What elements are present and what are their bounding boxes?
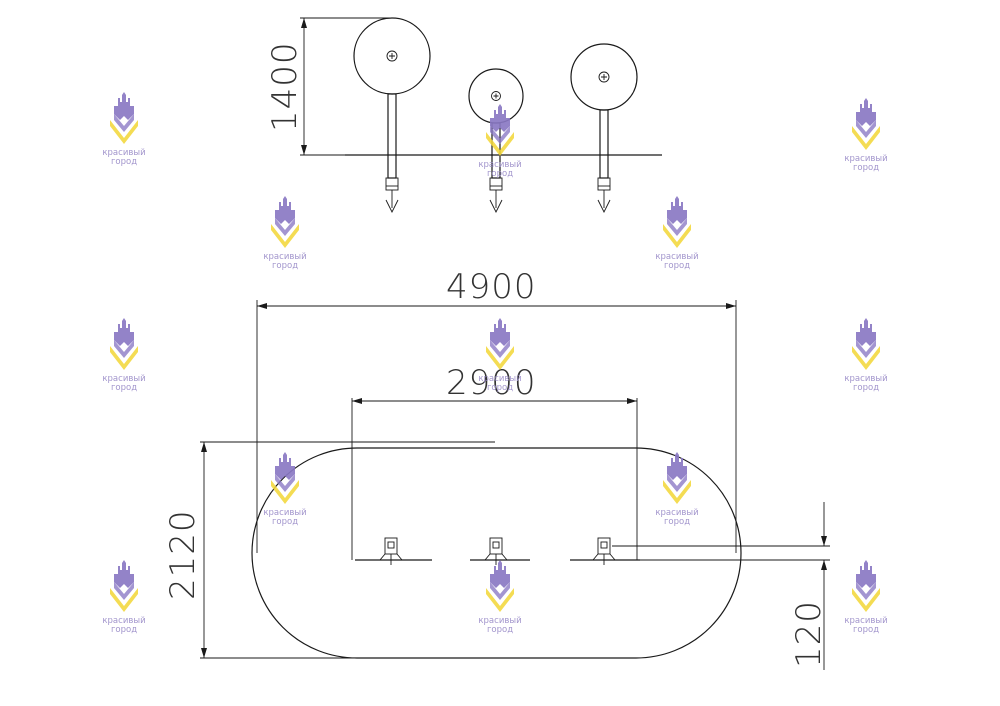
svg-text:красивый: красивый	[102, 148, 145, 158]
svg-text:город: город	[487, 383, 513, 393]
svg-text:красивый: красивый	[478, 374, 521, 384]
arrow-icon	[301, 18, 307, 28]
arrow-icon	[257, 303, 267, 309]
svg-text:красивый: красивый	[478, 160, 521, 170]
svg-text:город: город	[664, 261, 690, 271]
svg-text:красивый: красивый	[844, 616, 887, 626]
plan-post-3	[570, 537, 640, 565]
svg-text:город: город	[853, 625, 879, 635]
svg-text:город: город	[111, 625, 137, 635]
arrow-icon	[352, 398, 362, 404]
svg-text:город: город	[111, 383, 137, 393]
watermark-logo: красивый город	[844, 560, 888, 635]
svg-text:красивый: красивый	[844, 154, 887, 164]
watermark-logo: красивый город	[655, 196, 699, 271]
watermark-logo: красивый город	[844, 318, 888, 393]
svg-text:красивый: красивый	[102, 616, 145, 626]
plan-view: 4900 2900 2120 120	[163, 267, 830, 670]
watermark-logo: красивый город	[478, 104, 522, 179]
safety-zone-outline	[251, 447, 742, 659]
watermark-logo: красивый город	[102, 92, 146, 167]
svg-text:город: город	[272, 261, 298, 271]
arrow-icon	[201, 648, 207, 658]
svg-text:красивый: красивый	[102, 374, 145, 384]
arrow-icon	[201, 442, 207, 452]
arrow-icon	[301, 145, 307, 155]
disc-post-medium	[570, 43, 638, 214]
watermark-logo: красивый город	[102, 318, 146, 393]
svg-text:город: город	[111, 157, 137, 167]
dim-label-inner-length: 2900	[446, 363, 537, 403]
arrow-icon	[726, 303, 736, 309]
watermark-logo: красивый город	[844, 98, 888, 173]
arrow-icon	[821, 560, 827, 570]
svg-text:красивый: красивый	[655, 252, 698, 262]
svg-text:город: город	[487, 169, 513, 179]
arrow-icon	[627, 398, 637, 404]
svg-text:город: город	[853, 163, 879, 173]
dim-label-total-width: 2120	[163, 509, 203, 600]
watermark-logo: красивый город	[263, 196, 307, 271]
svg-text:красивый: красивый	[263, 508, 306, 518]
svg-text:город: город	[853, 383, 879, 393]
svg-text:красивый: красивый	[655, 508, 698, 518]
watermark-layer: красивый город красивый город красивый г…	[102, 92, 888, 635]
plan-post-1	[355, 537, 432, 565]
watermark-logo: красивый город	[478, 560, 522, 635]
svg-text:красивый: красивый	[844, 374, 887, 384]
svg-text:город: город	[487, 625, 513, 635]
dim-label-total-length: 4900	[446, 267, 537, 307]
watermark-logo: красивый город	[263, 452, 307, 527]
elevation-view: 1400	[265, 17, 662, 214]
disc-post-small	[468, 68, 524, 214]
watermark-logo: красивый город	[478, 318, 522, 393]
svg-text:город: город	[272, 517, 298, 527]
dim-label-small-offset: 120	[789, 600, 829, 668]
arrow-icon	[821, 536, 827, 546]
svg-text:город: город	[664, 517, 690, 527]
watermark-logo: красивый город	[655, 452, 699, 527]
watermark-logo: красивый город	[102, 560, 146, 635]
svg-text:красивый: красивый	[263, 252, 306, 262]
disc-post-large	[353, 17, 431, 214]
svg-text:красивый: красивый	[478, 616, 521, 626]
dim-label-post-height: 1400	[265, 41, 305, 132]
